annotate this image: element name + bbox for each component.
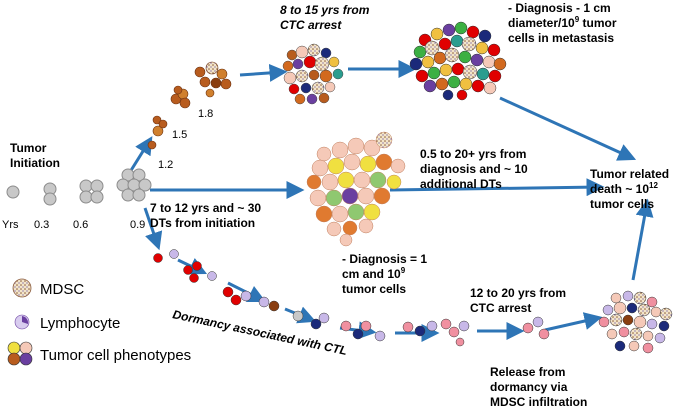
label-death-2: death ~ 1012 — [590, 181, 658, 196]
label-death-3: tumor cells — [590, 197, 654, 211]
upper-branch-cells — [147, 61, 232, 150]
legend-label-mdsc: MDSC — [40, 281, 84, 298]
label-diag-met-3: cells in metastasis — [508, 31, 614, 45]
legend: MDSC Lymphocyte Tumor cell phenotypes — [7, 278, 191, 366]
primary-tumor-cluster — [306, 131, 406, 247]
label-ctc-12-20-2: CTC arrest — [470, 301, 531, 315]
tick-0.9: 0.9 — [130, 219, 145, 231]
tick-1.8: 1.8 — [198, 108, 213, 120]
initiation-cells — [6, 168, 152, 206]
label-interval-05-20-3: additional DTs — [420, 177, 502, 191]
lower-branch-cells — [153, 249, 550, 347]
label-ctc-8-15-1: 8 to 15 yrs from — [280, 3, 370, 17]
label-diag-primary-2: cm and 109 — [342, 266, 406, 281]
tick-0.6: 0.6 — [73, 219, 88, 231]
arrow-branch-down — [143, 207, 163, 251]
label-diag-primary-1: - Diagnosis = 1 — [342, 252, 427, 266]
upper-mid-cluster — [282, 43, 344, 105]
tumor-cell-phenotypes-icon — [7, 341, 33, 366]
arrow-upper-1 — [239, 63, 288, 82]
label-diag-met-1: - Diagnosis - 1 cm — [508, 1, 611, 15]
tick-0.3: 0.3 — [34, 219, 49, 231]
label-release-3: MDSC infiltration — [490, 395, 587, 409]
label-ctc-8-15-2: CTC arrest — [280, 18, 342, 32]
label-death-1: Tumor related — [590, 167, 669, 181]
tick-1.5: 1.5 — [172, 129, 187, 141]
tick-1.2: 1.2 — [158, 159, 173, 171]
cell-single — [6, 185, 20, 199]
label-interval-7-12-2: DTs from initiation — [150, 216, 255, 230]
label-diag-primary-3: tumor cells — [342, 282, 406, 296]
arrow-branch-up — [128, 136, 153, 173]
label-release-2: dormancy via — [490, 380, 568, 394]
label-release-1: Release from — [490, 365, 565, 379]
mdsc-icon — [12, 278, 32, 298]
label-tumor-initiation-1: Tumor — [10, 141, 47, 155]
cell-two-b — [43, 192, 57, 206]
legend-label-tumor-cells: Tumor cell phenotypes — [40, 347, 191, 364]
label-tumor-initiation-2: Initiation — [10, 156, 60, 170]
label-ctc-12-20-1: 12 to 20 yrs from — [470, 286, 566, 300]
dormant-release-cluster — [598, 290, 673, 354]
arrow-mid-to-death — [389, 178, 605, 197]
arrow-dormant-to-death — [631, 198, 654, 281]
label-interval-05-20-1: 0.5 to 20+ yrs from — [420, 147, 526, 161]
label-diag-met-2: diameter/109 tumor — [508, 15, 617, 30]
tick-yrs: Yrs — [2, 219, 19, 231]
legend-label-lymphocyte: Lymphocyte — [40, 315, 120, 332]
label-interval-7-12-1: 7 to 12 yrs and ~ 30 — [150, 201, 261, 215]
lymphocyte-icon — [14, 314, 30, 330]
arrow-met-to-death — [499, 96, 637, 161]
metastasis-cluster — [409, 21, 507, 101]
label-interval-05-20-2: diagnosis and ~ 10 — [420, 162, 528, 176]
arrow-low-7 — [544, 312, 603, 332]
